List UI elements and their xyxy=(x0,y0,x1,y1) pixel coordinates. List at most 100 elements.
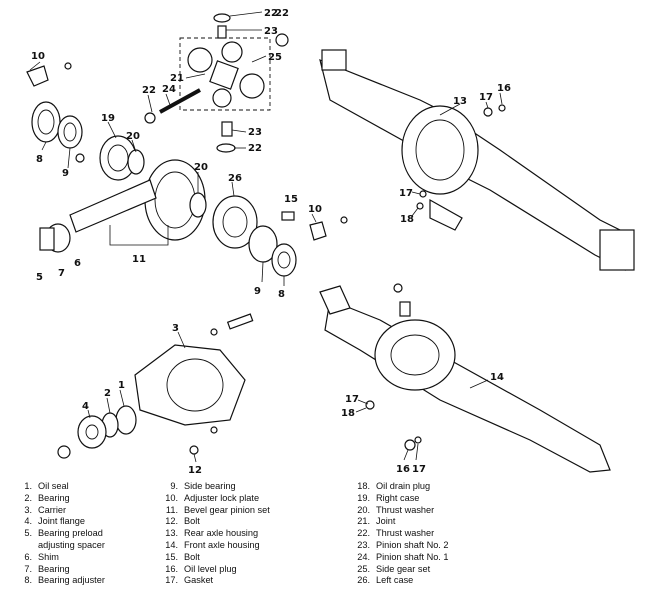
differential-joint xyxy=(209,60,239,90)
legend-item-25: 25.Side gear set xyxy=(357,563,431,574)
callout-18-mid: 18 xyxy=(400,214,414,225)
bolt-15 xyxy=(281,211,295,221)
carrier-bearing xyxy=(115,405,137,435)
drive-pinion-end xyxy=(39,227,55,251)
legend-item-8: 8.Bearing adjuster xyxy=(24,575,105,586)
callout-26: 26 xyxy=(228,173,242,184)
pinion-gear-bottom xyxy=(212,88,232,108)
callout-17-top: 17 xyxy=(479,92,493,103)
front-axle-tube xyxy=(324,299,611,473)
front-axle-vent xyxy=(399,301,411,317)
callout-22-right: 22 xyxy=(275,8,289,19)
callout-7: 7 xyxy=(58,268,65,279)
legend-item-5-cont: adjusting spacer xyxy=(38,539,105,550)
callout-17-mid: 17 xyxy=(399,188,413,199)
side-bearing-left xyxy=(57,115,83,149)
differential-gear-cluster xyxy=(144,13,289,153)
callout-15: 15 xyxy=(284,194,298,205)
carrier-assembly xyxy=(57,313,254,459)
lock-plate-bolt-right xyxy=(340,216,348,224)
legend-item-22: 22.Thrust washer xyxy=(357,528,435,539)
callout-5: 5 xyxy=(36,272,43,283)
callout-22-top: 22 xyxy=(264,8,278,19)
callout-14: 14 xyxy=(490,372,504,383)
legend-item-5: 5.Bearing preload xyxy=(24,528,103,539)
callout-2: 2 xyxy=(104,388,111,399)
gasket-17-lower xyxy=(419,190,427,198)
legend-item-18: 18.Oil drain plug xyxy=(357,481,431,491)
legend-item-1: 1.Oil seal xyxy=(24,481,69,491)
legend-item-21: 21.Joint xyxy=(357,516,396,527)
legend-column-2: 9.Side bearing 10.Adjuster lock plate 11… xyxy=(160,481,270,587)
callout-17-bottom: 17 xyxy=(345,394,359,405)
bevel-gear-pinion-set xyxy=(39,159,207,253)
left-bearing-group xyxy=(26,62,85,163)
drive-pinion-shaft xyxy=(69,179,157,233)
callout-numbers: 10 8 9 19 20 22 24 22 22 23 25 21 23 22 … xyxy=(31,8,511,476)
diagram-drawing: 10 8 9 19 20 22 24 22 22 23 25 21 23 22 … xyxy=(26,8,635,476)
callout-3: 3 xyxy=(172,323,179,334)
callout-23-bottom: 23 xyxy=(248,127,262,138)
front-gasket xyxy=(414,436,422,444)
front-axle-housing xyxy=(319,283,611,473)
legend-item-23: 23.Pinion shaft No. 2 xyxy=(357,539,449,550)
thrust-washer-case xyxy=(127,149,145,175)
legend-item-2: 2.Bearing xyxy=(24,492,70,503)
legend-item-13: 13.Rear axle housing xyxy=(165,528,259,539)
front-axle-center xyxy=(374,319,456,391)
legend-item-26: 26.Left case xyxy=(357,575,414,586)
side-gear-right xyxy=(239,73,265,99)
thrust-washer-left xyxy=(144,112,156,124)
legend-item-11: 11.Bevel gear pinion set xyxy=(165,504,270,515)
callout-16-top: 16 xyxy=(497,83,511,94)
bolt-12 xyxy=(189,445,199,455)
rear-axle-center xyxy=(401,105,479,195)
pinion-shaft-1 xyxy=(159,88,201,114)
bearing-adjuster-left xyxy=(31,101,61,143)
parts-legend: 1.Oil seal 2.Bearing 3.Carrier 4.Joint f… xyxy=(0,481,654,611)
legend-item-15: 15.Bolt xyxy=(165,551,200,562)
front-oil-level-plug xyxy=(404,439,416,451)
legend-column-3: 18.Oil drain plug 19.Right case 20.Thrus… xyxy=(352,481,449,587)
carrier-body xyxy=(134,344,246,426)
legend-item-19: 19.Right case xyxy=(357,492,420,503)
legend-item-12: 12.Bolt xyxy=(165,516,200,527)
callout-22-bottom: 22 xyxy=(248,143,262,154)
callout-1: 1 xyxy=(118,380,125,391)
legend-item-24: 24.Pinion shaft No. 1 xyxy=(357,551,449,562)
adjuster-lock-plate-right xyxy=(309,221,327,241)
callout-8-right: 8 xyxy=(278,289,285,300)
callout-21: 21 xyxy=(170,73,184,84)
housing-bracket xyxy=(429,198,463,231)
pinion-shaft-2-bottom xyxy=(221,121,233,137)
leader-lines xyxy=(29,11,503,463)
left-case-body xyxy=(212,195,258,249)
callout-24: 24 xyxy=(162,84,176,95)
pinion-gear-top xyxy=(221,41,243,63)
callout-20-top: 20 xyxy=(126,131,140,142)
legend-item-10: 10.Adjuster lock plate xyxy=(165,492,260,503)
callout-8-left: 8 xyxy=(36,154,43,165)
carrier-washer xyxy=(210,328,218,336)
bolt-left xyxy=(75,153,85,163)
callout-18-bottom: 18 xyxy=(341,408,355,419)
left-case xyxy=(212,195,348,277)
rear-axle-housing xyxy=(319,49,635,271)
callout-17-bottom-right: 17 xyxy=(412,464,426,475)
legend-item-17: 17.Gasket xyxy=(165,575,214,586)
callout-19: 19 xyxy=(101,113,115,124)
legend-item-16: 16.Oil level plug xyxy=(165,563,237,574)
legend-item-9: 9.Side bearing xyxy=(170,481,236,491)
oil-level-plug-top xyxy=(498,104,506,112)
callout-20-mid: 20 xyxy=(194,162,208,173)
legend-column-1: 1.Oil seal 2.Bearing 3.Carrier 4.Joint f… xyxy=(14,481,105,587)
callout-6: 6 xyxy=(74,258,81,269)
joint-flange xyxy=(77,415,107,449)
callout-4: 4 xyxy=(82,401,89,412)
bearing-adjuster-right xyxy=(271,243,297,277)
callout-10-left: 10 xyxy=(31,51,45,62)
legend-item-4: 4.Joint flange xyxy=(24,516,85,527)
callout-9-left: 9 xyxy=(62,168,69,179)
legend-item-14: 14.Front axle housing xyxy=(165,539,260,550)
